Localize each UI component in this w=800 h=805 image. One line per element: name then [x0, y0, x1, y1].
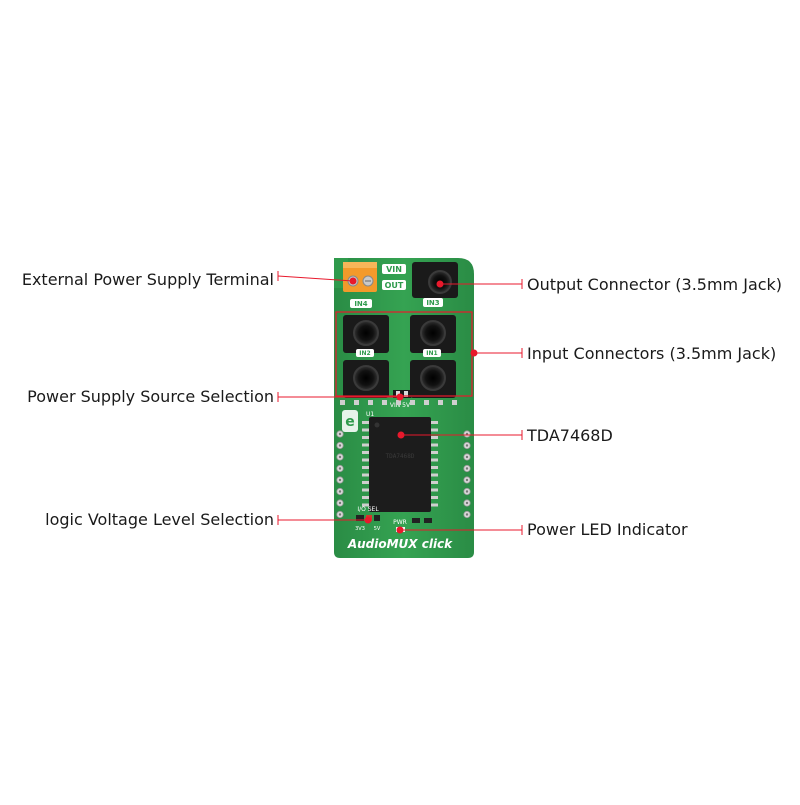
leader-lines — [277, 271, 523, 535]
right-pin-header — [463, 430, 471, 519]
svg-text:e: e — [345, 414, 355, 430]
input-jacks: IN2 IN1 — [343, 315, 456, 398]
power-terminal-block — [343, 262, 377, 292]
label-power-led: Power LED Indicator — [527, 520, 688, 539]
silk-vin-out: VIN OUT — [382, 264, 406, 290]
silk-u1: U1 — [366, 411, 374, 418]
input-jack-2 — [410, 315, 456, 353]
label-power-source-selection: Power Supply Source Selection — [27, 387, 274, 406]
label-input-connectors: Input Connectors (3.5mm Jack) — [527, 344, 777, 363]
svg-text:TDA7468D: TDA7468D — [386, 453, 415, 460]
silk-vin: VIN — [386, 265, 402, 274]
silk-in3-top: IN3 — [426, 299, 439, 307]
silk-in1: IN1 — [426, 350, 437, 357]
input-jack-1 — [343, 315, 389, 353]
input-jack-3 — [343, 360, 389, 398]
label-logic-voltage: logic Voltage Level Selection — [45, 510, 274, 529]
silk-5v: 5V — [374, 526, 381, 532]
silk-vin-sel: VIN 5V — [390, 402, 411, 409]
silk-out: OUT — [385, 281, 404, 290]
label-tda: TDA7468D — [527, 426, 613, 445]
silk-in4: IN4 — [354, 300, 367, 308]
label-output-connector: Output Connector (3.5mm Jack) — [527, 275, 783, 294]
silk-3v3: 3V3 — [355, 526, 365, 532]
board-title: AudioMUX click — [347, 537, 453, 551]
tda7468d-chip: TDA7468D — [362, 417, 438, 512]
power-source-jumper: VIN 5V — [390, 390, 411, 409]
top-pad-row — [340, 400, 457, 405]
silk-pwr: PWR — [393, 519, 407, 526]
label-external-power: External Power Supply Terminal — [21, 270, 274, 289]
silk-io-sel: I/O SEL — [357, 506, 379, 513]
left-pin-header — [336, 430, 344, 519]
silk-in2: IN2 — [359, 350, 370, 357]
mikroe-logo: e — [342, 410, 358, 432]
output-jack: IN3 — [412, 262, 458, 307]
silk-in4-group: IN4 — [350, 299, 372, 308]
input-jack-4 — [410, 360, 456, 398]
